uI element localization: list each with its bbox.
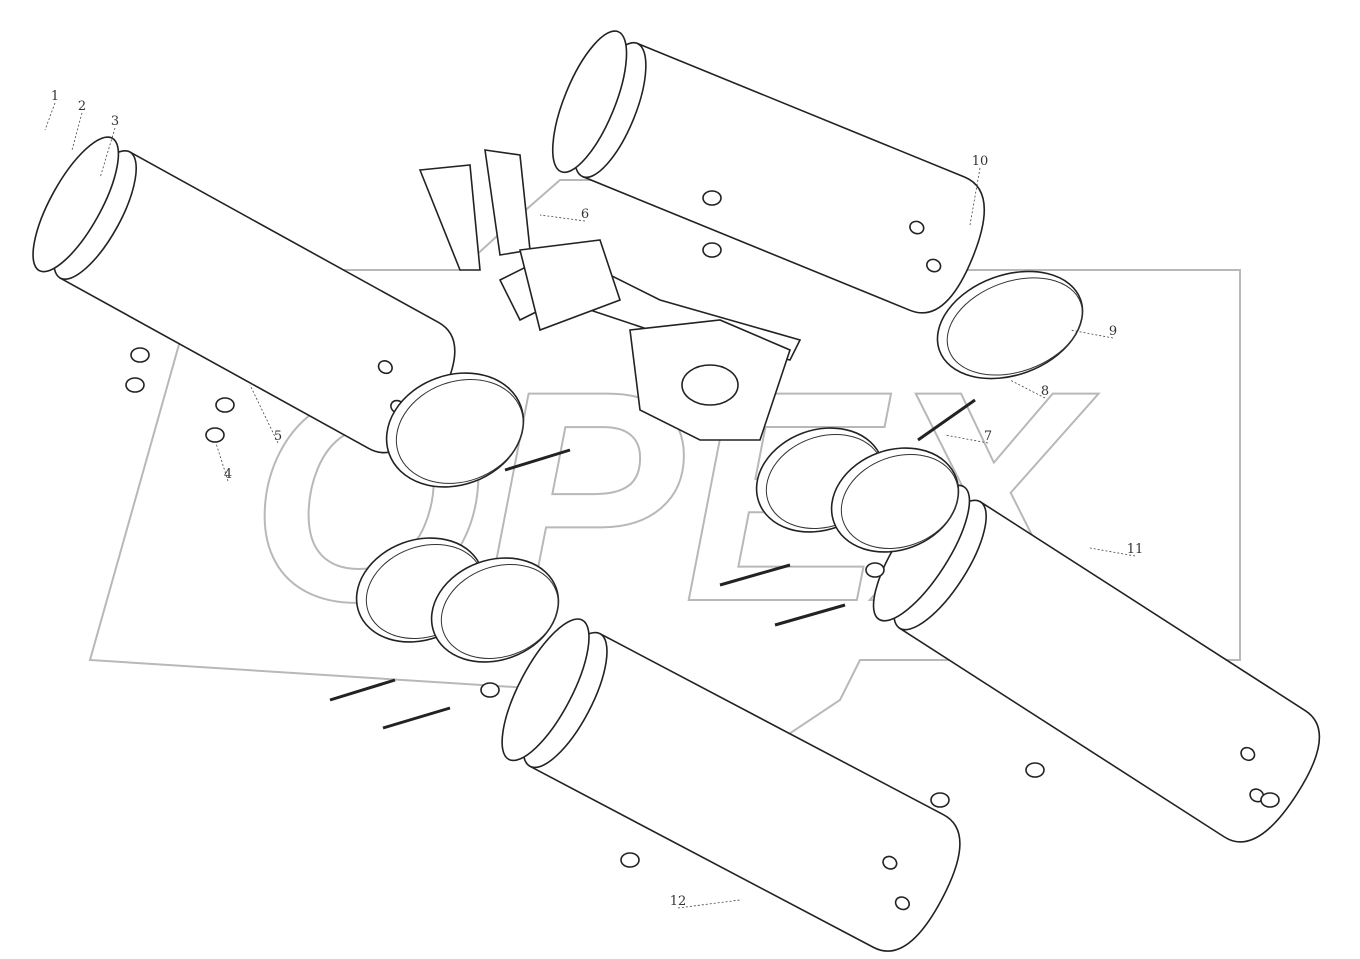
washer	[930, 792, 950, 808]
leader-line	[214, 439, 229, 482]
leader-line	[1069, 329, 1114, 339]
leader-line	[1009, 379, 1046, 399]
callout-3: 3	[111, 114, 119, 129]
callout-1: 1	[51, 89, 59, 104]
callout-6: 6	[581, 207, 589, 222]
leader-line	[677, 899, 741, 909]
air-tank	[551, 30, 986, 314]
bolt	[504, 448, 571, 472]
washer	[1025, 762, 1045, 778]
bolt	[719, 563, 791, 587]
bolt	[382, 706, 451, 730]
clamp-ring	[430, 557, 560, 663]
callout-5: 5	[274, 429, 282, 444]
leader-line	[969, 167, 981, 226]
bracket-assembly	[418, 149, 802, 441]
leader-line	[99, 127, 116, 179]
bolt	[774, 603, 846, 627]
washer	[702, 190, 722, 206]
washer	[620, 852, 640, 868]
clamp-ring	[830, 447, 960, 553]
callout-4: 4	[224, 467, 232, 482]
leader-line	[249, 384, 279, 444]
callout-7: 7	[984, 429, 992, 444]
air-tank	[501, 618, 961, 952]
washer	[215, 397, 235, 413]
air-tank	[872, 484, 1321, 843]
washer	[702, 242, 722, 258]
callout-2: 2	[78, 99, 86, 114]
callout-12: 12	[670, 894, 687, 909]
callout-9: 9	[1109, 324, 1117, 339]
washer	[480, 682, 500, 698]
washer	[865, 562, 885, 578]
leader-line	[71, 112, 83, 151]
bolt	[329, 678, 396, 702]
leader-line	[44, 102, 56, 131]
callout-8: 8	[1041, 384, 1049, 399]
leader-line	[944, 434, 989, 444]
leader-line	[539, 214, 586, 222]
bolt	[917, 398, 976, 442]
washer	[1260, 792, 1280, 808]
clamp-ring	[385, 372, 525, 488]
callout-10: 10	[972, 154, 989, 169]
clamp-ring	[936, 270, 1084, 380]
washer	[205, 427, 225, 443]
callout-11: 11	[1127, 542, 1144, 557]
washer	[125, 377, 145, 393]
washer	[130, 347, 150, 363]
